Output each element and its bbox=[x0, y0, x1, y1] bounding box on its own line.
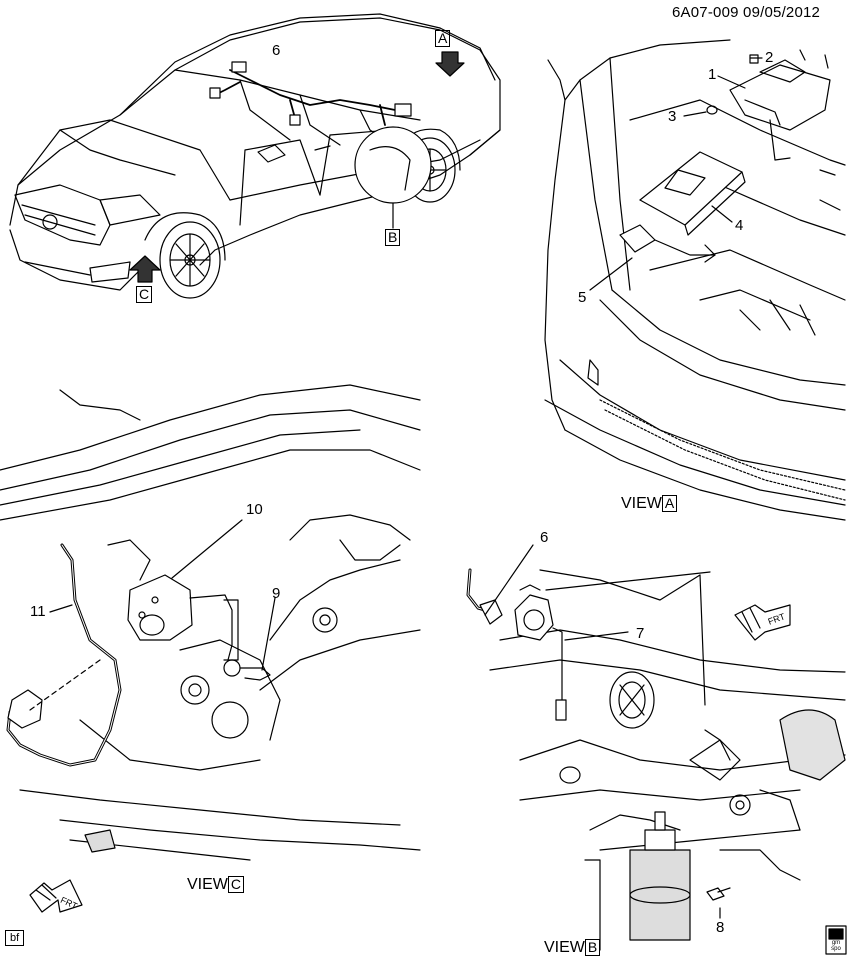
callout-7: 7 bbox=[636, 625, 645, 642]
car-illustration bbox=[9, 13, 501, 299]
callout-6-car: 6 bbox=[272, 42, 281, 59]
frt-arrow-bottom bbox=[29, 879, 83, 913]
callout-9: 9 bbox=[272, 585, 281, 602]
callout-5: 5 bbox=[578, 289, 587, 306]
car-marker-c: C bbox=[136, 286, 153, 303]
view-a-arrow bbox=[435, 51, 465, 77]
car-marker-a: A bbox=[435, 30, 451, 47]
callout-10: 10 bbox=[246, 501, 263, 518]
callout-3: 3 bbox=[668, 108, 677, 125]
view-a-illustration bbox=[544, 39, 846, 521]
car-marker-b: B bbox=[385, 229, 401, 246]
frt-arrow-right bbox=[734, 604, 791, 641]
logo-frame bbox=[825, 925, 847, 955]
callout-2: 2 bbox=[765, 49, 774, 66]
callout-11: 11 bbox=[30, 603, 46, 620]
view-c-arrow bbox=[129, 255, 161, 283]
gm-spo-logo: gm spo bbox=[831, 940, 841, 952]
callout-6-view-b: 6 bbox=[540, 529, 549, 546]
view-b-illustration bbox=[466, 544, 846, 951]
corner-tag: bf bbox=[5, 930, 25, 946]
callout-1: 1 bbox=[708, 66, 717, 83]
diagram-header: 6A07-009 09/05/2012 bbox=[672, 5, 820, 20]
diagram-date: 09/05/2012 bbox=[743, 4, 821, 21]
view-c-illustration bbox=[0, 384, 421, 861]
callout-8: 8 bbox=[716, 919, 725, 936]
diagram-id: 6A07-009 bbox=[672, 4, 739, 21]
callout-4: 4 bbox=[735, 217, 744, 234]
